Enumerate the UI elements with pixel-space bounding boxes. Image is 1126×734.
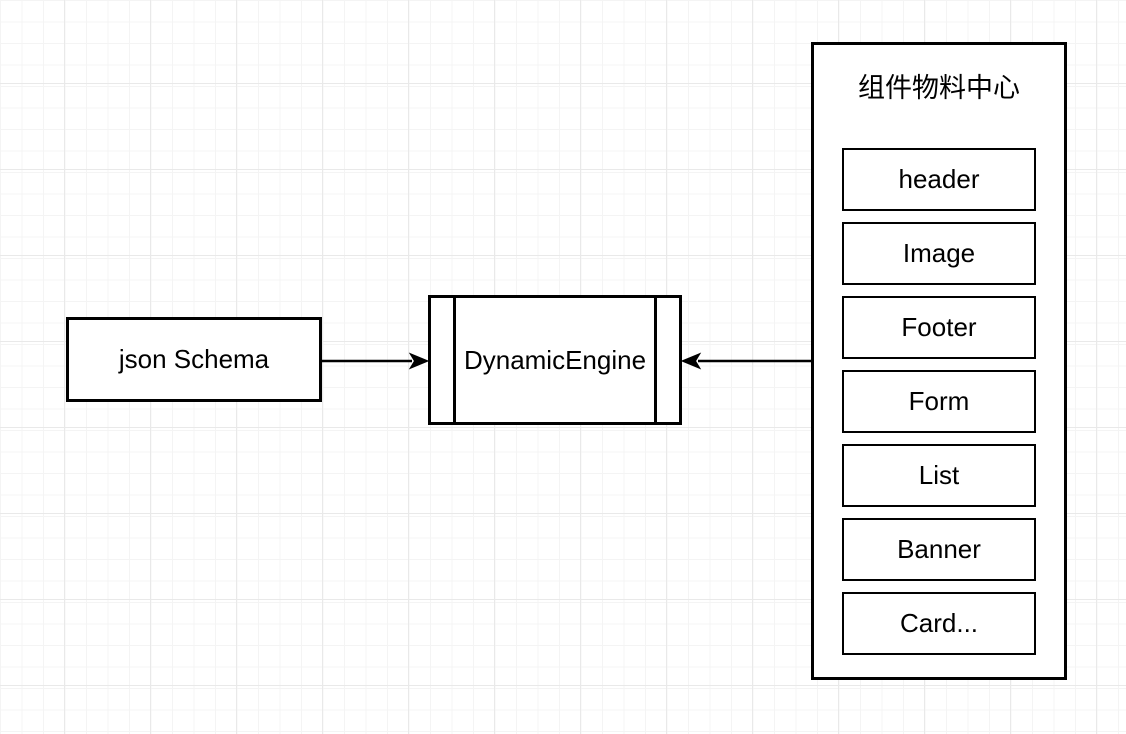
component-item-header: header [842, 148, 1036, 211]
component-item-footer: Footer [842, 296, 1036, 359]
component-item-list: List [842, 444, 1036, 507]
component-center-panel: 组件物料中心 header Image Footer Form List Ban… [811, 42, 1067, 680]
arrow-json-schema-to-engine [322, 352, 430, 370]
component-item-image: Image [842, 222, 1036, 285]
dynamic-engine-label: DynamicEngine [463, 344, 647, 375]
component-list: header Image Footer Form List Banner Car… [842, 148, 1036, 655]
json-schema-node: json Schema [66, 317, 322, 402]
component-item-form: Form [842, 370, 1036, 433]
component-item-card: Card... [842, 592, 1036, 655]
json-schema-label: json Schema [118, 344, 270, 374]
arrow-material-center-to-engine [680, 352, 811, 370]
component-center-title: 组件物料中心 [858, 73, 1020, 103]
component-item-banner: Banner [842, 518, 1036, 581]
dynamic-engine-node: DynamicEngine [428, 295, 682, 425]
